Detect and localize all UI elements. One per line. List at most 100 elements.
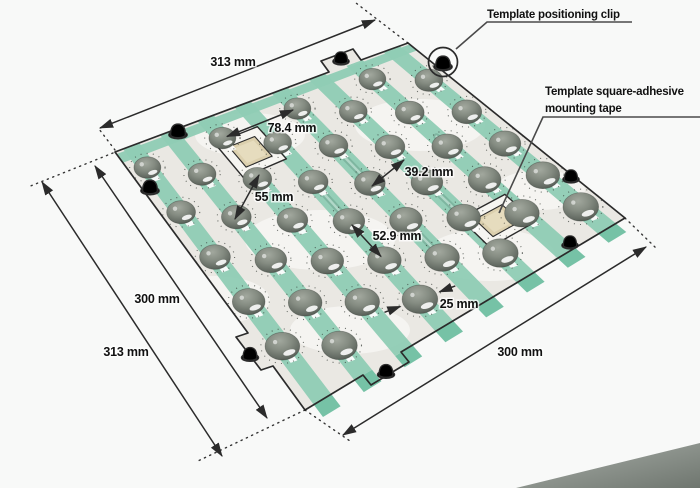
dome [451, 99, 483, 125]
dome [354, 170, 386, 196]
strip-tab [313, 394, 341, 417]
dome-highlight [340, 215, 345, 220]
dim-left-inner: 300 mm [134, 292, 179, 306]
dome [318, 133, 349, 158]
dome-highlight [475, 173, 480, 178]
dimension-line [225, 109, 295, 138]
dome-drill-marks [390, 97, 429, 129]
dome [133, 156, 162, 179]
dome-highlight [293, 222, 304, 229]
dimension-line [438, 282, 456, 293]
dome-highlight [318, 254, 323, 260]
dome-highlight [304, 176, 310, 181]
label-mounting-tape-2: mounting tape [545, 103, 622, 115]
dome-drill-marks [384, 203, 428, 238]
dome-highlight [139, 162, 144, 167]
dimension-line [371, 159, 405, 187]
dome-highlight [401, 106, 406, 112]
dim-left-outer: 313 mm [103, 345, 148, 359]
dome-highlight [543, 178, 556, 185]
dome-highlight [193, 168, 199, 174]
dim-top-width: 313 mm [210, 55, 255, 69]
dome-drill-marks [410, 65, 448, 96]
dome-highlight [278, 145, 289, 151]
dome-highlight [406, 223, 419, 230]
dome [283, 97, 312, 120]
dome [187, 162, 217, 186]
dome-drill-marks [427, 129, 468, 163]
clip-leader-line [455, 21, 632, 50]
dome [424, 243, 460, 272]
dome-drill-marks [463, 162, 506, 197]
dome [208, 126, 237, 150]
dome [414, 68, 444, 92]
dome-highlight [261, 253, 267, 259]
dome-highlight [272, 339, 278, 345]
dome-highlight [458, 106, 463, 111]
dome-highlight [581, 209, 595, 217]
dome [504, 198, 540, 228]
dome-highlight [490, 246, 496, 251]
dome-highlight [283, 349, 296, 356]
dome-highlight [214, 132, 219, 138]
dome-highlight [522, 216, 535, 223]
dome-highlight [505, 146, 517, 153]
dimension-line [351, 224, 382, 258]
dome-highlight [172, 206, 178, 211]
dome-highlight [381, 141, 386, 146]
dome [263, 131, 292, 155]
clip-highlight-circle [427, 46, 459, 78]
dome-highlight [364, 73, 369, 79]
dome-highlight [295, 296, 301, 301]
dome-drill-marks [258, 127, 297, 158]
dim-dome-diameter: 25 mm [440, 297, 479, 311]
dome [367, 246, 402, 275]
dome-drill-marks [442, 200, 486, 236]
dome-highlight [420, 74, 426, 80]
tape-center [234, 140, 267, 163]
dimension-arrows [41, 19, 647, 457]
dome-highlight [283, 214, 289, 219]
dome-drill-marks [328, 204, 370, 238]
labels: 313 mm 300 mm 313 mm 300 mm 78.4 mm 39.2… [102, 9, 684, 361]
dome [401, 284, 439, 314]
dome-highlight [361, 177, 366, 182]
dome [166, 200, 196, 225]
dim-bottom-width: 300 mm [497, 345, 542, 359]
dome-highlight [271, 262, 283, 269]
dome-highlight [249, 173, 254, 178]
dome-highlight [289, 103, 294, 108]
floor-edge [516, 443, 700, 488]
dome-highlight [352, 295, 358, 300]
dome-highlight [306, 305, 318, 312]
dimension-line [41, 181, 223, 457]
tape-leader-line [498, 116, 700, 214]
label-positioning-clip: Template positioning clip [487, 9, 620, 21]
dome-highlight [467, 114, 478, 120]
dimension-line [384, 305, 402, 316]
dome [310, 247, 345, 275]
dim-dome-pitch: 52.9 mm [373, 229, 422, 243]
dome-highlight [485, 182, 497, 189]
dome [287, 288, 323, 317]
dome [276, 207, 309, 233]
dome-drill-marks [484, 126, 526, 161]
dome-highlight [239, 295, 245, 300]
dome [358, 67, 387, 91]
dome-drill-marks [238, 163, 277, 195]
dome [321, 330, 358, 361]
dome-highlight [464, 220, 477, 227]
dome [344, 287, 380, 317]
dimension-line [234, 173, 260, 221]
dome-highlight [427, 185, 439, 192]
dome-highlight [533, 168, 538, 174]
dome-highlight [345, 105, 350, 111]
dome [374, 134, 406, 160]
dome [338, 100, 368, 124]
dome [482, 238, 519, 268]
label-mounting-tape-1: Template square-adhesive [545, 86, 684, 98]
dome [394, 100, 425, 125]
dome-drill-marks [260, 328, 305, 365]
